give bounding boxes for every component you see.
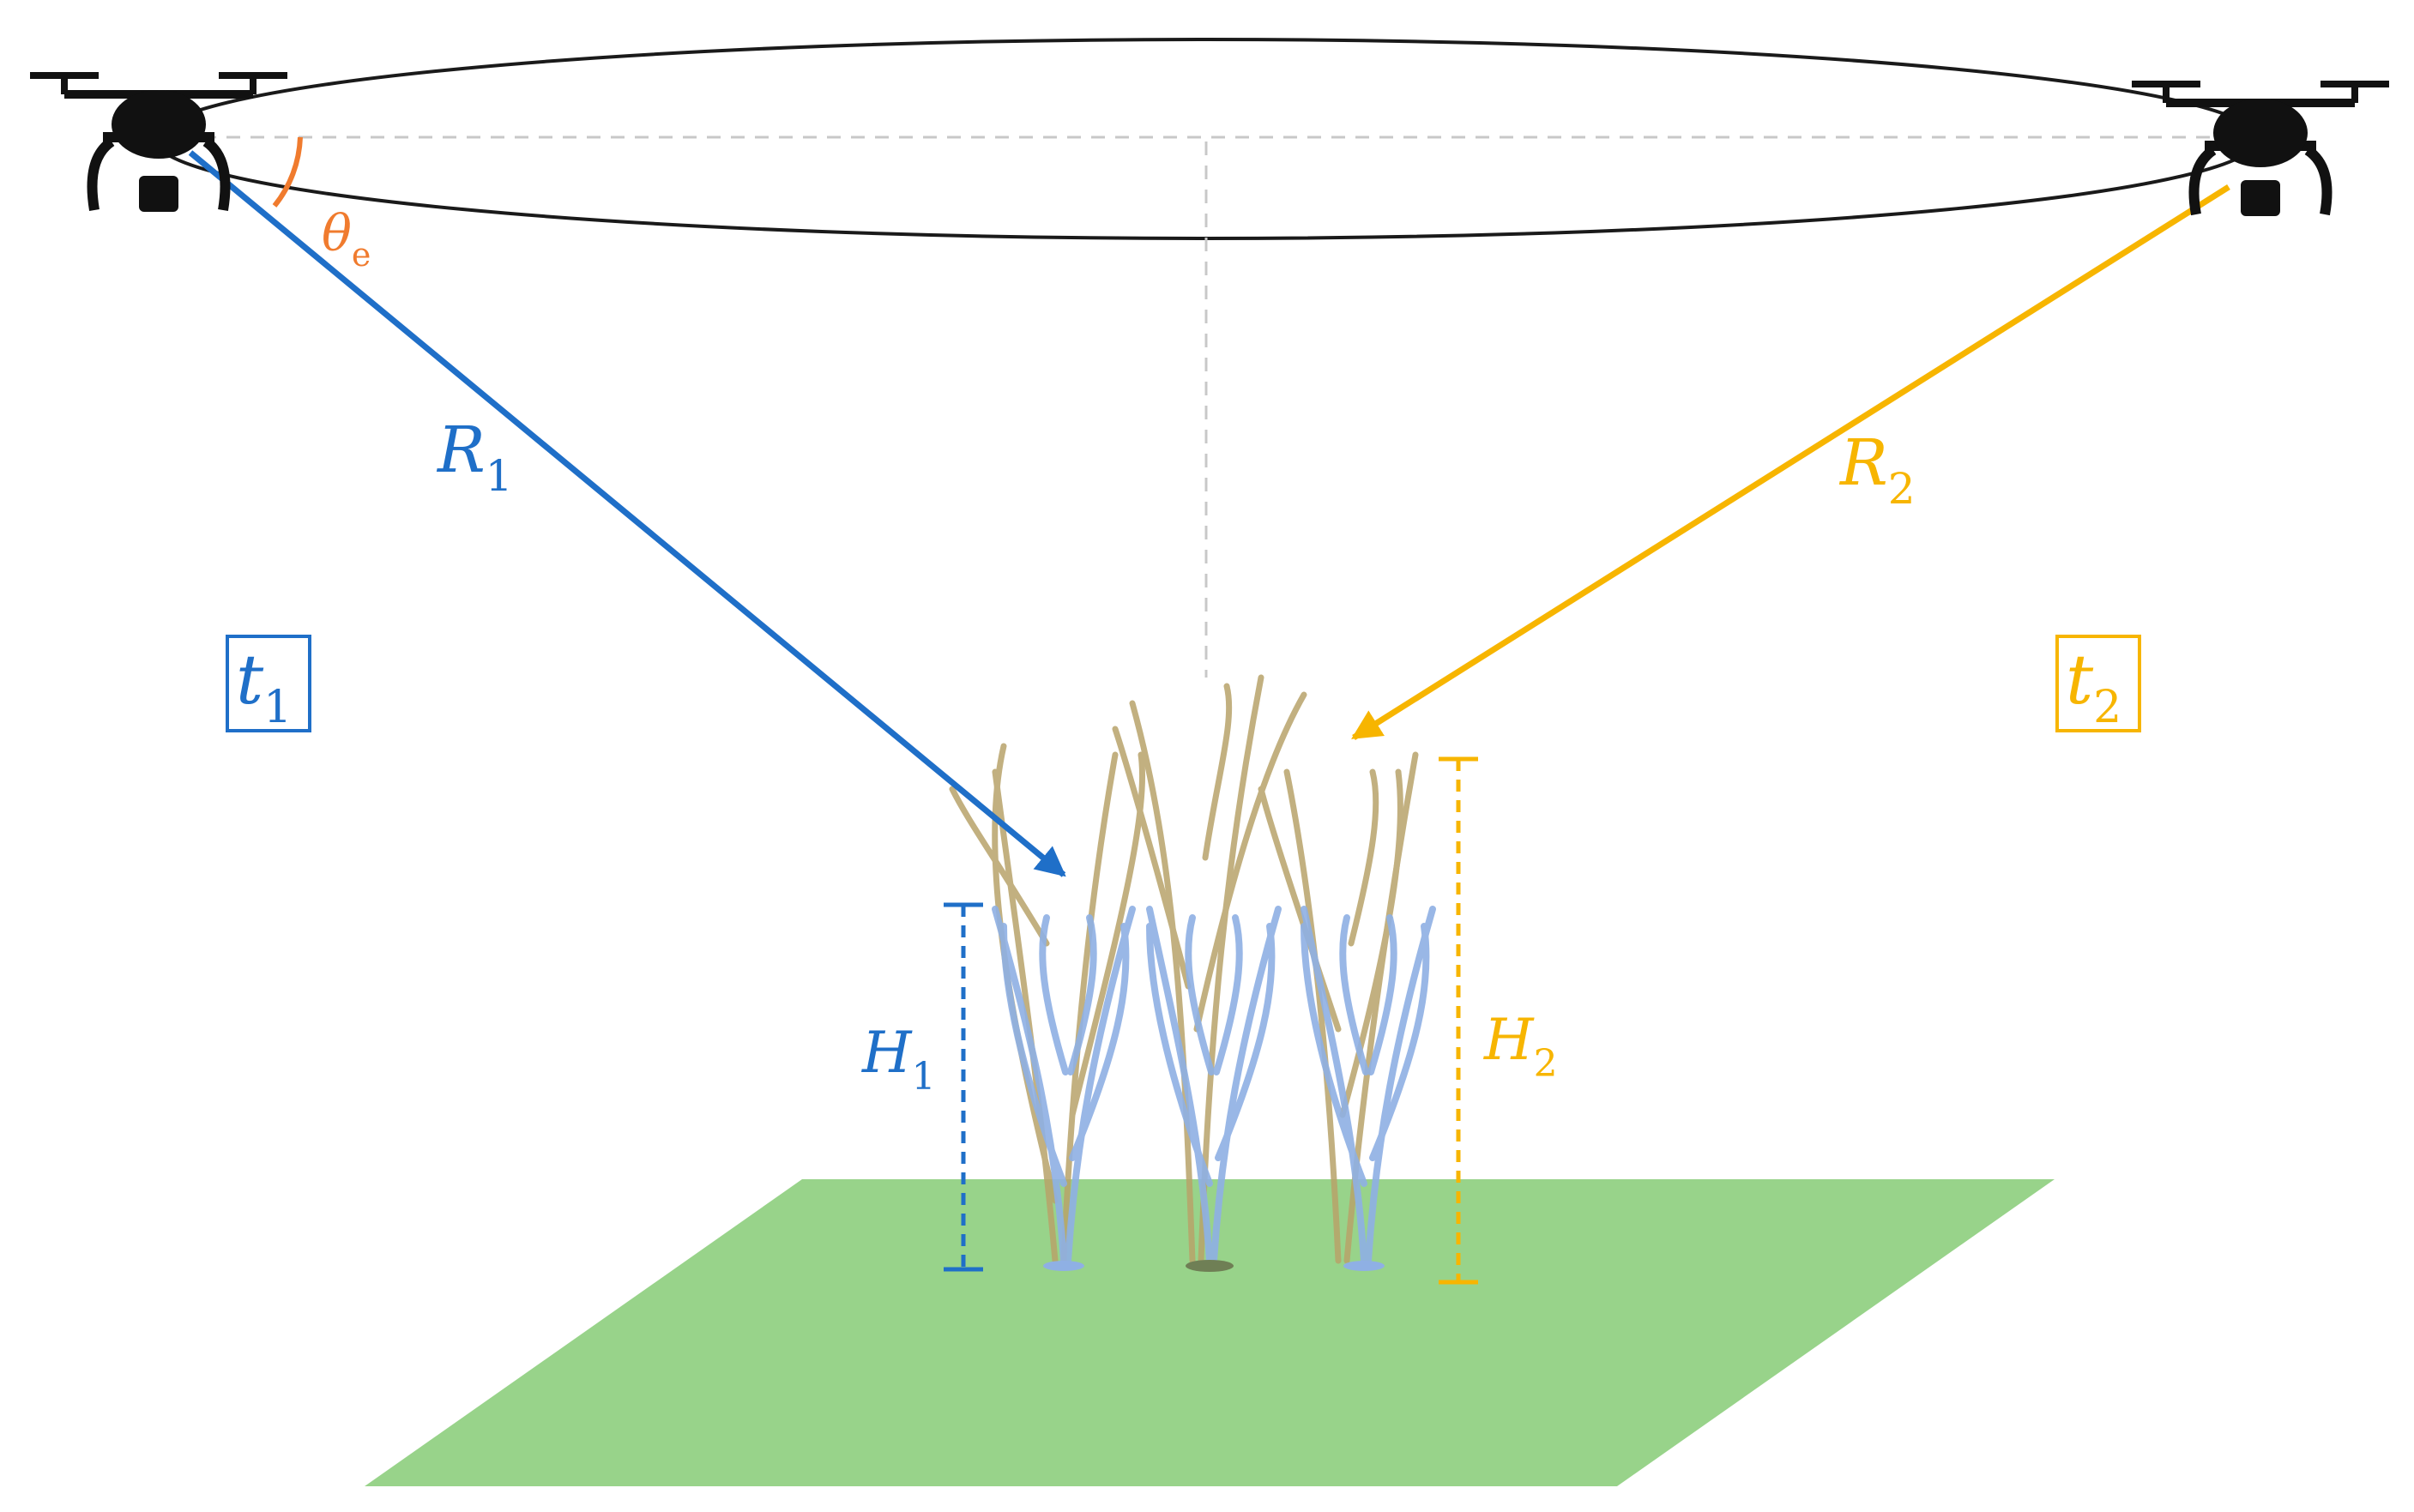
t1-label: t1 [236,640,292,733]
ground-plane [365,1179,2055,1486]
r1-slant-range-arrow [188,150,1066,877]
theta-e-label: θe [322,204,371,274]
h2-height-bar [1439,756,1478,1285]
r1-label: R1 [436,413,513,501]
elevation-angle-arc [272,136,303,208]
r2-slant-range-arrow [1351,184,2230,740]
r2-label: R2 [1838,426,1916,514]
h1-height-bar [944,902,983,1272]
drone-right-icon [2132,81,2389,216]
t1-label-box [226,635,311,732]
drone-left-icon [30,72,287,212]
t2-label-box [2055,635,2141,732]
h1-label: H1 [861,1020,936,1099]
flight-orbit [153,38,2260,240]
h2-label: H2 [1483,1007,1558,1086]
crop-plants-icon [949,674,1436,1272]
t2-label: t2 [2066,640,2121,733]
